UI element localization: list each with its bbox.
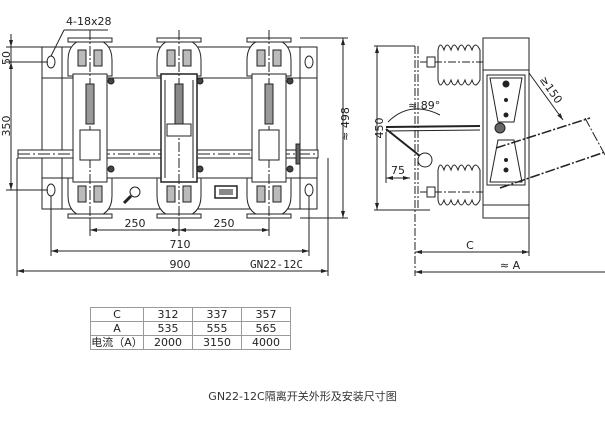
cell: 312 xyxy=(143,307,193,322)
row-label: 电流（A） xyxy=(90,335,144,350)
insulator-upper xyxy=(420,44,483,86)
cell: 357 xyxy=(241,307,291,322)
mounting-hole xyxy=(304,183,314,197)
model-label: GN22-12C xyxy=(250,258,303,271)
cell: 337 xyxy=(192,307,242,322)
drive-wheel-icon xyxy=(417,152,433,168)
cell: 2000 xyxy=(143,335,193,350)
dim-top-offset: 50 xyxy=(0,51,13,65)
dim-pole-spacing-right: 250 xyxy=(214,217,235,230)
front-view xyxy=(6,29,348,276)
table-row: C 312 337 357 xyxy=(90,307,291,322)
hole-callout: 4-18x28 xyxy=(66,15,111,28)
dim-overall-height: ≈ 498 xyxy=(339,107,352,141)
cell: 535 xyxy=(143,321,193,336)
dim-offset: 75 xyxy=(391,164,405,177)
cell: 3150 xyxy=(192,335,242,350)
row-label: A xyxy=(90,321,144,336)
ground-lever-icon xyxy=(122,186,141,205)
insulator-lower xyxy=(420,164,483,206)
cell: 565 xyxy=(241,321,291,336)
pole-2 xyxy=(156,30,204,228)
dim-c-label: C xyxy=(466,239,474,252)
table-row: 电流（A） 2000 3150 4000 xyxy=(90,335,291,350)
dim-side-height: 450 xyxy=(373,118,386,139)
table-row: A 535 555 565 xyxy=(90,321,291,336)
dim-overall-width: 900 xyxy=(170,258,191,271)
dim-hole-spacing-vertical: 350 xyxy=(0,116,13,137)
mounting-hole xyxy=(304,55,314,69)
pole-1 xyxy=(67,30,115,228)
dim-a-label: ≈ A xyxy=(500,259,521,272)
dim-pole-spacing-left: 250 xyxy=(125,217,146,230)
dim-hole-spacing-horizontal: 710 xyxy=(170,238,191,251)
dim-angle: ≈ 89° xyxy=(408,99,440,112)
cell: 4000 xyxy=(241,335,291,350)
mounting-hole xyxy=(46,183,56,197)
spec-table: C 312 337 357 A 535 555 565 电流（A） 2000 3… xyxy=(90,307,291,350)
row-label: C xyxy=(90,307,144,322)
pole-3 xyxy=(246,30,294,228)
drawing-title: GN22-12C隔离开关外形及安装尺寸图 xyxy=(208,390,397,403)
side-view xyxy=(374,37,605,276)
mounting-hole xyxy=(46,55,56,69)
cell: 555 xyxy=(192,321,242,336)
